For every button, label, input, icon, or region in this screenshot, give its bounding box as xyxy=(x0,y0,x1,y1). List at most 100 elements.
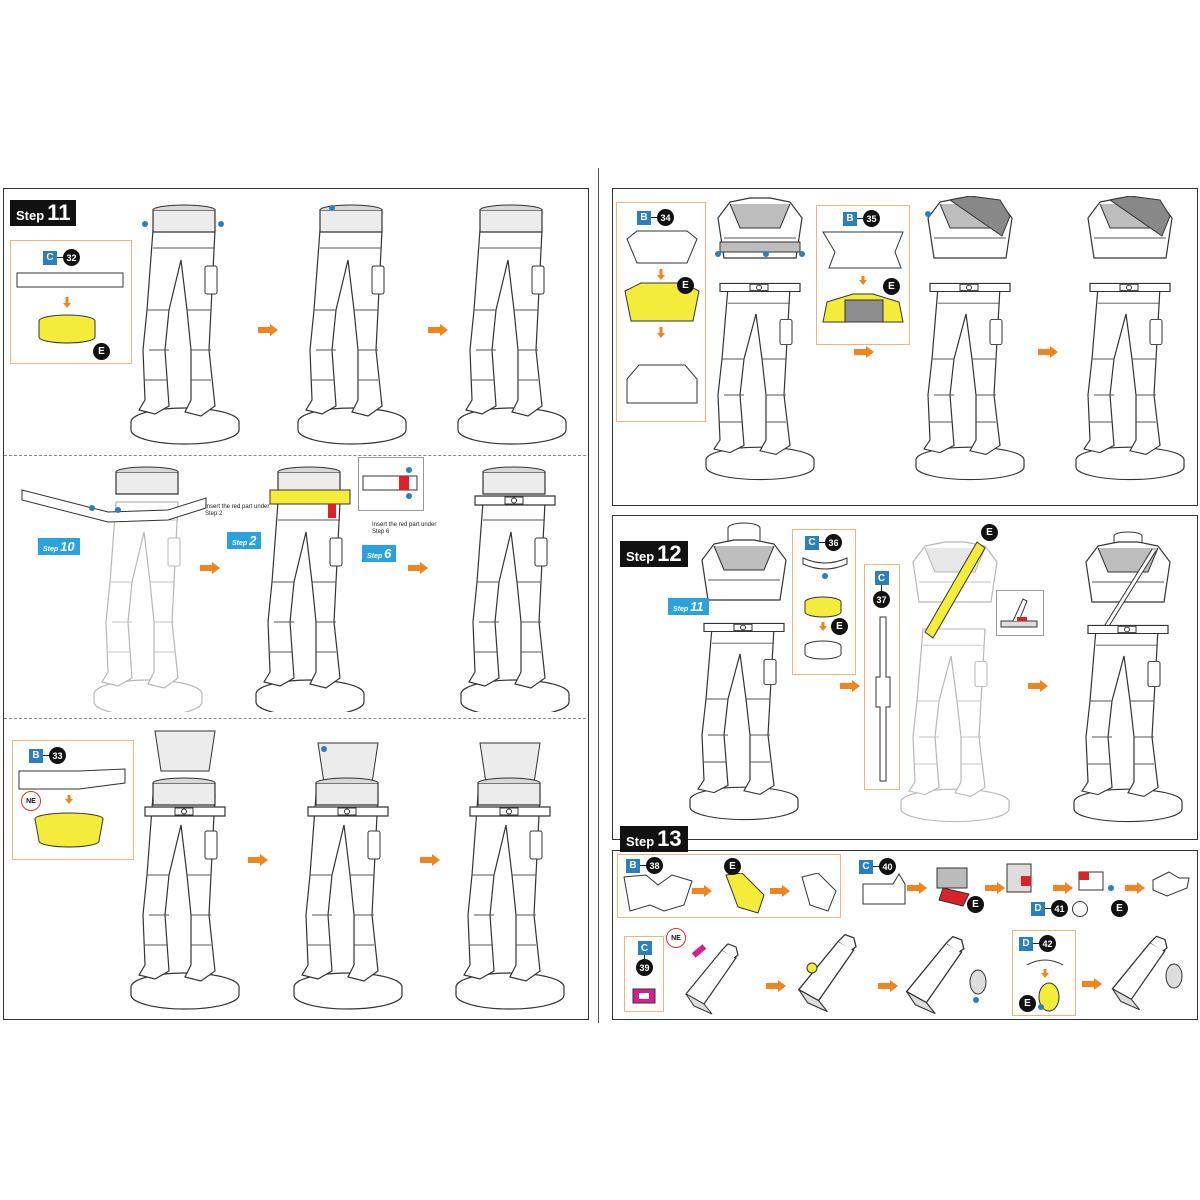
part-callout-38: B 38 E xyxy=(617,854,841,918)
part-callout-34: B 34 E xyxy=(616,202,706,422)
badge-e: E xyxy=(1111,900,1128,917)
sheet-letter: B xyxy=(626,858,640,873)
neck-ring-part xyxy=(802,557,848,660)
page-divider xyxy=(598,168,599,1023)
figure-strap-install xyxy=(900,541,1010,823)
figure-chest-3 xyxy=(1075,196,1185,481)
part-tag-40: C 40 xyxy=(859,858,896,875)
sheet-letter: C xyxy=(637,941,652,955)
part-tag-38: B 38 xyxy=(626,857,663,874)
connector-part xyxy=(632,988,656,1004)
part-tag-32: C 32 xyxy=(43,249,80,266)
arrow-icon xyxy=(878,980,898,992)
arrow-icon xyxy=(420,854,440,866)
torso-band-part xyxy=(18,768,126,848)
strap-part xyxy=(875,616,891,782)
chest-band-part xyxy=(624,230,700,404)
hand-parts xyxy=(862,863,1190,907)
sheet-letter: C xyxy=(43,250,57,265)
part-number: 33 xyxy=(49,747,66,764)
figure-legs-3 xyxy=(457,204,567,445)
part-callout-32: C 32 E xyxy=(10,240,132,364)
part-number: 34 xyxy=(657,209,674,226)
part-callout-36: C 36 E xyxy=(792,529,856,675)
part-callout-42: D 42 E xyxy=(1012,930,1076,1016)
figure-legs-2 xyxy=(297,204,407,445)
part-tag-36: C 36 xyxy=(805,534,842,551)
sheet-letter: D xyxy=(1031,901,1045,916)
arrow-icon xyxy=(408,562,428,574)
sheet-letter: D xyxy=(1019,936,1033,951)
forearm-done xyxy=(1111,935,1183,1011)
arrow-icon xyxy=(258,324,278,336)
wrist-cap-part xyxy=(1026,959,1064,1012)
arrow-icon xyxy=(1028,680,1048,692)
part-number: 37 xyxy=(873,591,890,608)
figure-torso-1 xyxy=(130,730,240,1010)
part-number: 40 xyxy=(879,858,896,875)
figure-legs-1 xyxy=(130,204,240,445)
figure-belt-faded xyxy=(21,466,207,712)
figure-strap-done xyxy=(1073,531,1183,823)
badge-e: E xyxy=(93,343,110,360)
part-callout-37: C 37 xyxy=(864,564,900,790)
part-callout-35: B 35 E xyxy=(816,205,910,345)
detail-inset xyxy=(996,590,1044,636)
part-number: 36 xyxy=(825,534,842,551)
badge-e: E xyxy=(831,618,848,635)
part-number: 38 xyxy=(646,857,663,874)
row-divider xyxy=(4,718,586,719)
part-number: 42 xyxy=(1039,935,1056,952)
sheet-letter: C xyxy=(859,859,873,874)
detail-inset xyxy=(358,457,424,511)
badge-e: E xyxy=(1019,995,1036,1012)
part-tag-41: D 41 xyxy=(1031,900,1088,917)
part-tag-37: C 37 xyxy=(873,571,890,608)
sheet-letter: B xyxy=(29,748,43,763)
figure-neck-1 xyxy=(689,522,799,821)
figure-torso-2 xyxy=(293,742,403,1010)
arrow-icon xyxy=(1082,978,1102,990)
arrow-icon xyxy=(248,854,268,866)
badge-e: E xyxy=(981,524,998,541)
sheet-letter: B xyxy=(843,211,857,226)
figure-torso-3 xyxy=(455,742,565,1010)
part-tag-34: B 34 xyxy=(637,209,674,226)
figure-belt-done xyxy=(460,466,570,712)
arrow-icon xyxy=(1038,346,1058,358)
part-callout-33: B 33 NE xyxy=(12,740,134,860)
arrow-icon xyxy=(428,324,448,336)
sheet-letter: B xyxy=(637,210,651,225)
part-number: 41 xyxy=(1051,900,1068,917)
arrow-icon xyxy=(854,346,874,358)
part-number: 32 xyxy=(63,249,80,266)
part-tag-42: D 42 xyxy=(1019,935,1056,952)
part-number: 39 xyxy=(636,959,653,976)
shoulder-part xyxy=(822,231,904,323)
sheet-letter: C xyxy=(805,535,819,550)
part-callout-39: C 39 xyxy=(624,936,664,1012)
badge-e: E xyxy=(883,278,900,295)
waist-band-part xyxy=(16,272,124,344)
arrow-icon xyxy=(766,980,786,992)
figure-belt-install xyxy=(255,466,365,712)
forearm-2 xyxy=(798,933,857,1013)
badge-e: E xyxy=(677,277,694,294)
note-red-part-step-6: Insert the red part under Step 6 xyxy=(372,522,437,535)
forearm-3 xyxy=(905,935,987,1015)
figure-chest-1 xyxy=(705,197,815,481)
part-tag-35: B 35 xyxy=(843,210,880,227)
badge-ne: NE xyxy=(666,928,686,948)
row-divider xyxy=(4,455,586,456)
sheet-letter: C xyxy=(874,571,889,585)
badge-ne: NE xyxy=(21,791,41,811)
arrow-icon xyxy=(200,562,220,574)
badge-e: E xyxy=(967,896,984,913)
figure-chest-2 xyxy=(915,196,1025,481)
note-red-part-step-2: Insert the red part under Step 2 xyxy=(205,504,270,517)
